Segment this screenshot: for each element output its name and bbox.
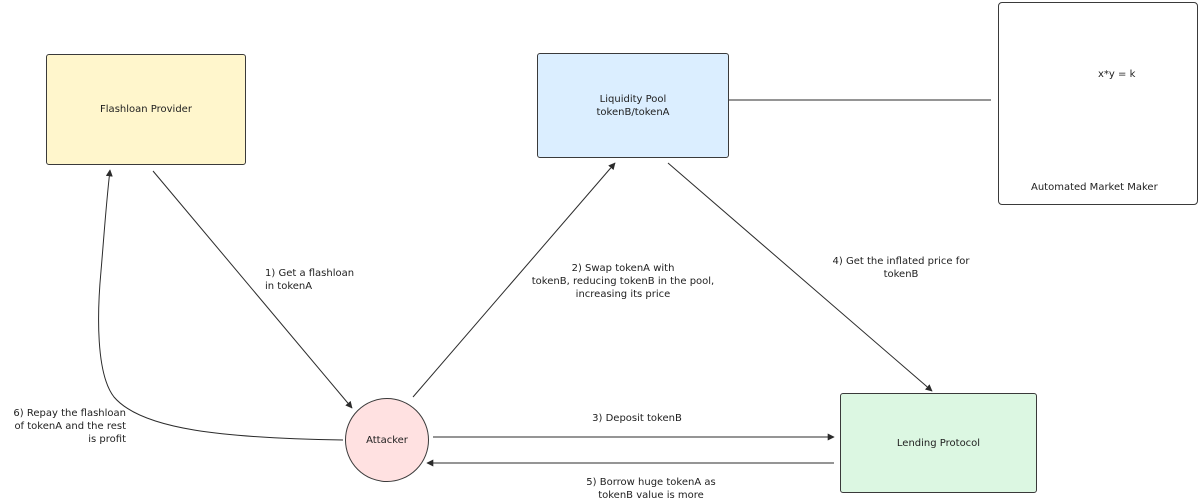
- arrow-flashloan-to-attacker: [152, 170, 353, 409]
- step-4-label: 4) Get the inflated price for tokenB: [832, 256, 970, 280]
- amm-card: [998, 2, 1198, 205]
- liquidity-pool-box: Liquidity Pool tokenB/tokenA: [537, 53, 729, 158]
- attacker-node: Attacker: [345, 398, 429, 482]
- step-3-label: 3) Deposit tokenB: [592, 413, 682, 424]
- arrow-pool-to-lending: [667, 162, 933, 392]
- step-1-label: 1) Get a flashloan in tokenA: [265, 268, 355, 292]
- step-5-label: 5) Borrow huge tokenA as tokenB value is…: [586, 477, 716, 501]
- amm-formula: x*y = k: [1098, 69, 1136, 80]
- arrow-attacker-to-flashloan: [98, 169, 344, 441]
- arrow-attacker-to-pool: [412, 162, 616, 398]
- lending-protocol-box: Lending Protocol: [840, 393, 1037, 493]
- amm-caption: Automated Market Maker: [1031, 182, 1158, 193]
- step-6-label: 6) Repay the flashloan of tokenA and the…: [13, 408, 126, 445]
- flashloan-provider-box: Flashloan Provider: [46, 54, 246, 165]
- step-2-label: 2) Swap tokenA with tokenB, reducing tok…: [531, 263, 715, 300]
